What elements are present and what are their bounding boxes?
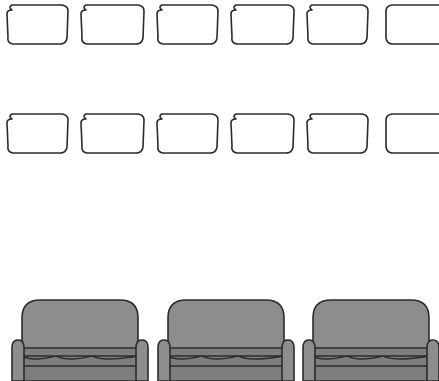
sofa-icon: [303, 300, 439, 381]
seat-outline-icon: [386, 114, 439, 153]
seat-outline-icon: [231, 5, 294, 44]
seat-outline-icon: [307, 114, 368, 153]
sofa-icon: [158, 300, 294, 381]
seat-outline-icon: [157, 114, 218, 153]
seat-outline-icon: [81, 5, 144, 44]
seat-outline-icon: [81, 114, 144, 153]
sofa-icon: [12, 300, 148, 381]
sofa-row: [12, 300, 439, 381]
seat-outline-icon: [157, 5, 218, 44]
seat-outline-icon: [307, 5, 368, 44]
seat-outline-icon: [386, 5, 439, 44]
seat-outline-icon: [231, 114, 294, 153]
seat-outline-icon: [7, 5, 68, 44]
seat-outline-icon: [7, 114, 68, 153]
